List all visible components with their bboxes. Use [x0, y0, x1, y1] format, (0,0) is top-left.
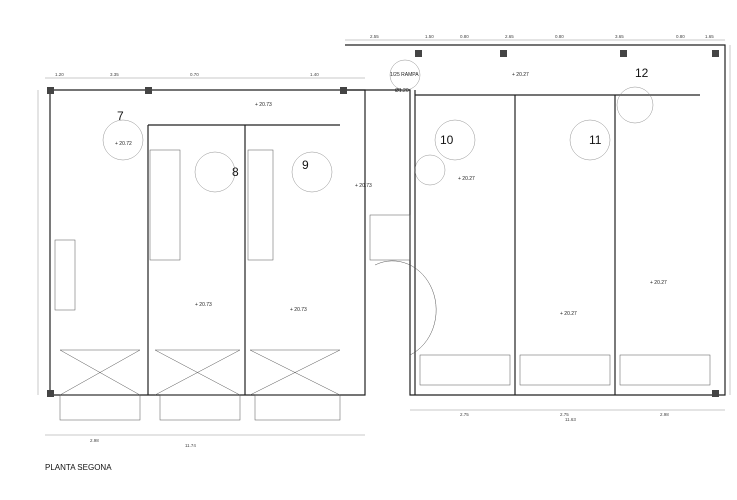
unit-label: 12	[635, 66, 649, 80]
bottom-dimensions: 2.98 11.74 2.75 2.75 2.98 11.63	[90, 412, 669, 448]
turn-circle-label: Ø1.20	[395, 88, 409, 94]
dimension: 2.75	[460, 412, 469, 417]
dimension: 0.70	[190, 72, 199, 77]
dimension: 0.80	[555, 34, 564, 39]
left-block-walls	[49, 89, 366, 421]
unit-label: 11	[589, 133, 602, 147]
dimension: 2.55	[370, 34, 379, 39]
dimension: 2.65	[505, 34, 514, 39]
unit-label: 8	[232, 165, 239, 179]
unit-label: 10	[440, 133, 454, 147]
level-label: + 20.73	[355, 183, 372, 189]
level-label: + 20.73	[255, 102, 272, 108]
ramp-label: 1/25 RAMPA	[390, 72, 419, 78]
right-block-walls	[345, 44, 726, 396]
dimension: 2.75	[560, 412, 569, 417]
unit-label: 9	[302, 158, 309, 172]
dimension: 0.80	[460, 34, 469, 39]
dimension: 1.50	[425, 34, 434, 39]
dimension: 1.40	[310, 72, 319, 77]
level-label: + 20.73	[290, 307, 307, 313]
dimension: 2.98	[90, 438, 99, 443]
dimension: 1.20	[55, 72, 64, 77]
dimension: 11.63	[565, 417, 576, 422]
level-label: + 20.72	[115, 141, 132, 147]
plan-title: PLANTA SEGONA	[45, 463, 112, 472]
top-dimensions: 1.20 3.35 0.70 1.40 2.55 1.50 0.80 2.65 …	[55, 34, 714, 77]
level-label: + 20.27	[458, 176, 475, 182]
level-label: + 20.27	[560, 311, 577, 317]
unit-label: 7	[117, 109, 124, 123]
dimension: 0.80	[676, 34, 685, 39]
dimension: 1.65	[705, 34, 714, 39]
level-label: + 20.27	[512, 72, 529, 78]
level-label: + 20.73	[195, 302, 212, 308]
dimension: 3.65	[615, 34, 624, 39]
dimension: 3.35	[110, 72, 119, 77]
dimension: 11.74	[185, 443, 196, 448]
dimension: 2.98	[660, 412, 669, 417]
structural-columns	[47, 50, 719, 397]
level-label: + 20.27	[650, 280, 667, 286]
